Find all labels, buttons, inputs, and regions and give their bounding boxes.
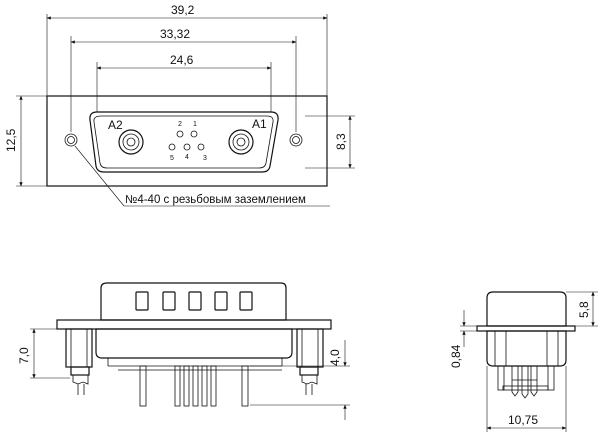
pin-window-4	[214, 291, 228, 311]
dim-mount-spacing: 33,32	[160, 27, 190, 41]
front-view: A2 A1 2 1 5 4 3 39,2 33,32 24,6	[4, 3, 355, 207]
dim-flange-thickness: 0,84	[449, 344, 463, 368]
dim-coax-vertical: 8,3	[334, 133, 348, 150]
end-lower-body	[486, 330, 567, 367]
dim-pin-length: 4,0	[328, 349, 342, 366]
pcb-pins	[139, 365, 249, 407]
pin-window-2	[162, 291, 176, 311]
d-shell-inner	[93, 115, 274, 169]
pin-label-4: 4	[185, 154, 189, 161]
standoff-right-tip	[299, 366, 319, 376]
pin-label-3: 3	[203, 155, 207, 162]
coax-contact-a1	[228, 129, 254, 155]
lower-body	[95, 328, 293, 359]
pin-window-5	[239, 291, 253, 311]
dim-side-width: 10,75	[508, 413, 538, 427]
pin-window-1	[135, 291, 149, 311]
dim-shell-width: 24,6	[170, 53, 194, 67]
mount-hole-right	[289, 133, 303, 147]
dim-side-top: 5,8	[577, 301, 591, 318]
pin-window-3	[188, 291, 202, 311]
dim-overall-width: 39,2	[171, 3, 195, 17]
end-upper-shell	[486, 291, 567, 327]
dim-height: 12,5	[4, 128, 18, 152]
standoff-left	[65, 328, 93, 368]
end-flange	[476, 325, 576, 332]
mount-hole-left	[64, 133, 78, 147]
standoff-left-tip	[70, 366, 90, 376]
label-a2: A2	[108, 118, 123, 132]
pin-label-2: 2	[178, 121, 182, 128]
coax-contact-a2	[118, 129, 144, 155]
signal-pins	[168, 130, 205, 151]
pin-label-5: 5	[170, 155, 174, 162]
dim-pcb-height: 7,0	[17, 347, 31, 364]
label-a1: A1	[252, 117, 267, 131]
d-shell-outer	[89, 111, 279, 173]
pin-label-1: 1	[193, 121, 197, 128]
note-grounding: №4-40 с резьбовым заземлением	[125, 194, 306, 206]
standoff-right	[296, 328, 324, 368]
side-elevation: 7,0 4,0	[17, 282, 350, 420]
front-flange	[46, 95, 328, 187]
end-view: 5,8 0,84 10,75	[449, 291, 598, 432]
end-pins	[497, 365, 555, 399]
upper-shell	[100, 282, 287, 321]
flange-plate	[56, 319, 332, 330]
